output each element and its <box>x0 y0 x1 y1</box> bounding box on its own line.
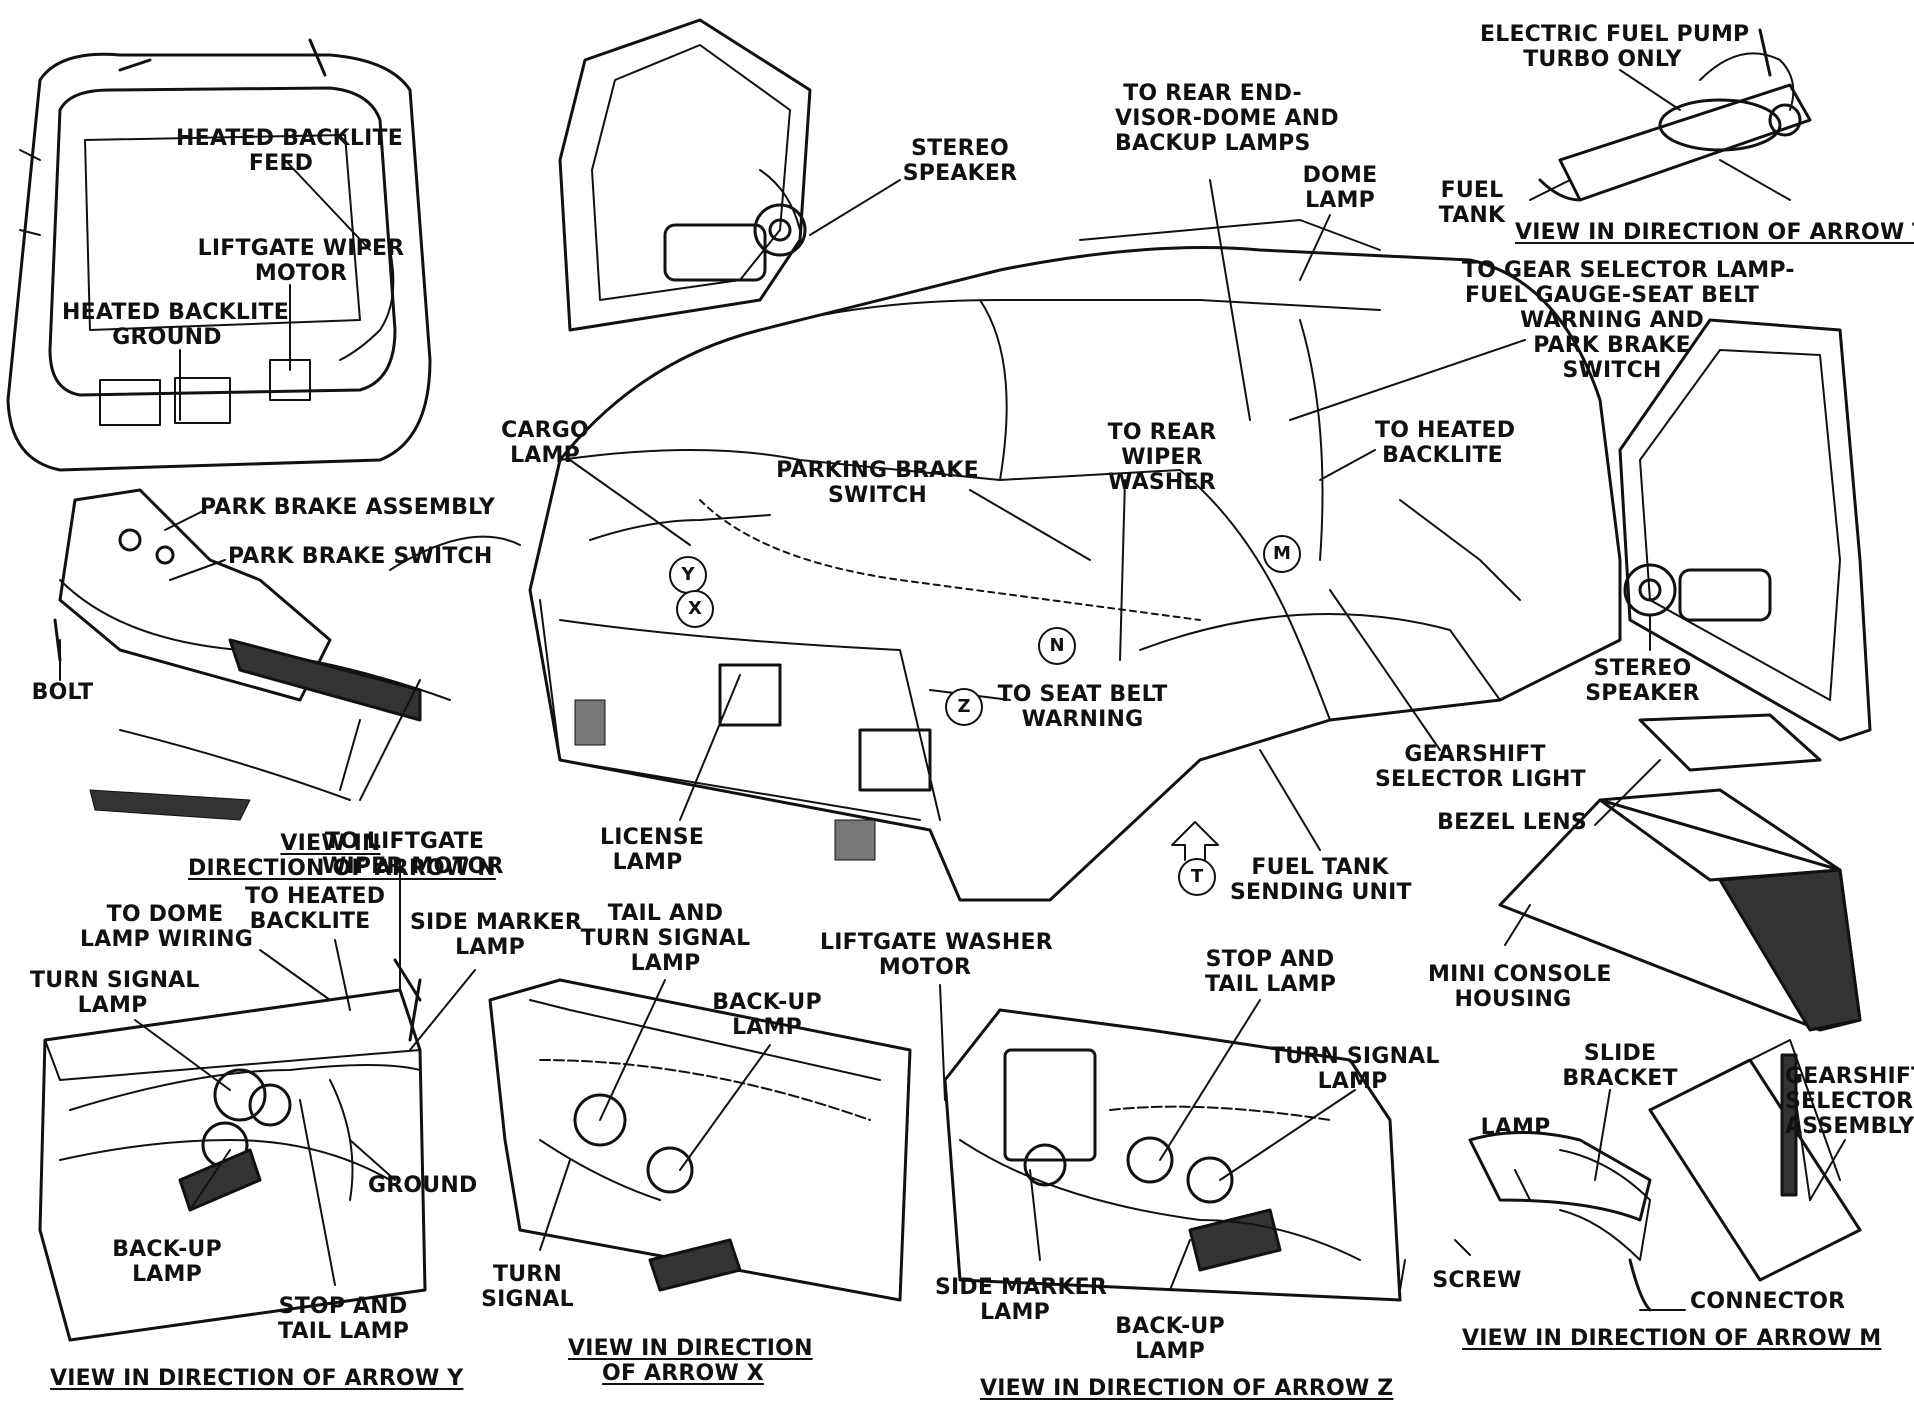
label-fuel-tank-sending-unit: FUEL TANK SENDING UNIT <box>1230 855 1412 905</box>
leader-lines <box>59 69 1846 1311</box>
label-view-arrow-t: VIEW IN DIRECTION OF ARROW T <box>1515 220 1914 245</box>
liftgate-illustration <box>6 38 432 472</box>
label-parking-brake-switch: PARKING BRAKE SWITCH <box>776 458 979 508</box>
label-back-up-lamp-x: BACK-UP LAMP <box>712 990 822 1040</box>
label-stop-and-tail-lamp-z: STOP AND TAIL LAMP <box>1205 947 1337 997</box>
label-slide-bracket: SLIDE BRACKET <box>1562 1041 1678 1091</box>
right-door-illustration <box>1618 318 1872 742</box>
label-screw: SCREW <box>1432 1268 1522 1293</box>
view-x-illustration <box>488 978 912 1302</box>
label-park-brake-switch: PARK BRAKE SWITCH <box>228 544 493 569</box>
label-heated-backlite-feed: HEATED BACKLITE FEED <box>176 126 403 176</box>
label-view-arrow-n: VIEW IN DIRECTION OF ARROW N <box>188 831 496 881</box>
label-bezel-lens: BEZEL LENS <box>1437 810 1587 835</box>
label-to-liftgate-wiper-motor: TO LIFTGATE WIPER MOTOR <box>322 829 504 879</box>
label-to-heated-backlite-main: TO HEATED BACKLITE <box>1375 418 1516 468</box>
label-view-arrow-z: VIEW IN DIRECTION OF ARROW Z <box>980 1376 1394 1401</box>
label-mini-console-housing: MINI CONSOLE HOUSING <box>1428 962 1612 1012</box>
label-gearshift-selector-light: GEARSHIFT SELECTOR LIGHT <box>1375 742 1586 792</box>
label-to-rear-end-lamps: TO REAR END- VISOR-DOME AND BACKUP LAMPS <box>1115 81 1339 156</box>
label-dome-lamp: DOME LAMP <box>1302 163 1378 213</box>
arrow-t-illustration <box>1171 821 1219 861</box>
label-park-brake-assembly: PARK BRAKE ASSEMBLY <box>200 495 495 520</box>
label-to-gear-selector-lamp: TO GEAR SELECTOR LAMP- FUEL GAUGE-SEAT B… <box>1462 258 1795 383</box>
label-connector: CONNECTOR <box>1690 1289 1846 1314</box>
label-fuel-tank: FUEL TANK <box>1438 178 1506 228</box>
label-side-marker-lamp-z: SIDE MARKER LAMP <box>935 1275 1108 1325</box>
label-turn-signal-lamp-y: TURN SIGNAL LAMP <box>30 968 200 1018</box>
label-liftgate-wiper-motor: LIFTGATE WIPER MOTOR <box>197 236 405 286</box>
label-view-arrow-x: VIEW IN DIRECTION OF ARROW X <box>568 1336 813 1386</box>
label-view-arrow-y: VIEW IN DIRECTION OF ARROW Y <box>50 1366 464 1391</box>
park-brake-illustration <box>53 488 521 821</box>
label-to-dome-lamp-wiring: TO DOME LAMP WIRING <box>80 902 253 952</box>
label-back-up-lamp-z: BACK-UP LAMP <box>1115 1314 1225 1364</box>
label-view-arrow-m: VIEW IN DIRECTION OF ARROW M <box>1462 1326 1882 1351</box>
callout-n: N <box>1038 627 1076 665</box>
fuel-pump-illustration <box>1538 28 1812 202</box>
label-license-lamp: LICENSE LAMP <box>600 825 705 875</box>
label-to-seat-belt-warning: TO SEAT BELT WARNING <box>997 682 1168 732</box>
view-z-illustration <box>943 1008 1402 1302</box>
callout-m: M <box>1263 535 1301 573</box>
label-gearshift-selector-assembly: GEARSHIFT SELECTOR ASSEMBLY <box>1785 1064 1914 1139</box>
label-bolt: BOLT <box>31 680 94 705</box>
callout-t: T <box>1178 858 1216 896</box>
label-back-up-lamp-y: BACK-UP LAMP <box>112 1237 222 1287</box>
label-lamp-m: LAMP <box>1480 1115 1551 1140</box>
label-to-rear-wiper-washer: TO REAR WIPER WASHER <box>1107 420 1217 495</box>
label-liftgate-washer-motor: LIFTGATE WASHER MOTOR <box>820 930 1053 980</box>
label-heated-backlite-ground: HEATED BACKLITE GROUND <box>62 300 289 350</box>
label-turn-signal-lamp-z: TURN SIGNAL LAMP <box>1270 1044 1440 1094</box>
label-side-marker-lamp-y: SIDE MARKER LAMP <box>410 910 583 960</box>
label-to-heated-backlite-y: TO HEATED BACKLITE <box>245 884 386 934</box>
callout-y: Y <box>669 556 707 594</box>
label-electric-fuel-pump: ELECTRIC FUEL PUMP TURBO ONLY <box>1480 22 1750 72</box>
car-body-illustration <box>528 219 1622 902</box>
mini-console-illustration <box>1498 713 1862 1032</box>
callout-x: X <box>676 590 714 628</box>
view-m-illustration <box>1468 1039 1862 1312</box>
label-stereo-speaker-top: STEREO SPEAKER <box>902 136 1018 186</box>
label-cargo-lamp: CARGO LAMP <box>501 418 589 468</box>
label-tail-and-turn-signal-lamp: TAIL AND TURN SIGNAL LAMP <box>580 901 751 976</box>
label-stereo-speaker-right: STEREO SPEAKER <box>1585 656 1700 706</box>
label-turn-signal-x: TURN SIGNAL <box>481 1262 574 1312</box>
callout-z: Z <box>945 688 983 726</box>
left-door-illustration <box>558 18 812 332</box>
label-stop-and-tail-lamp-y: STOP AND TAIL LAMP <box>278 1294 410 1344</box>
label-ground: GROUND <box>368 1173 478 1198</box>
